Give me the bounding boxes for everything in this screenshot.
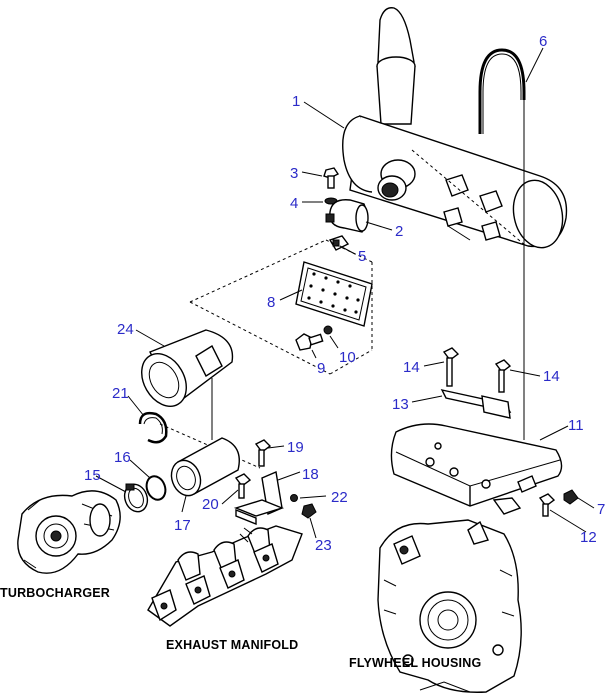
bolt-12-part [538, 493, 556, 517]
flywheel-housing-part [377, 519, 522, 693]
gasket-plate-8-part [295, 261, 373, 327]
callout-16: 16 [114, 449, 131, 466]
caption-exhaust-manifold: EXHAUST MANIFOLD [166, 638, 298, 652]
caption-turbocharger: TURBOCHARGER [0, 586, 110, 600]
leader-lines [95, 47, 595, 539]
washer-10-part [323, 325, 333, 335]
callout-19: 19 [287, 439, 304, 456]
turbocharger-part [17, 490, 121, 574]
callout-2: 2 [395, 223, 403, 240]
support-bracket-11-part [390, 423, 563, 515]
callout-24: 24 [117, 321, 134, 338]
callout-12: 12 [580, 529, 597, 546]
exhaust-manifold-part [147, 525, 303, 627]
u-bolt-part [478, 48, 526, 134]
callout-6: 6 [539, 33, 547, 50]
callout-11: 11 [568, 417, 584, 434]
callout-14a: 14 [403, 359, 420, 376]
ring-16-part [145, 475, 167, 501]
assembly-dashed-lines [159, 100, 527, 469]
muffler-part [342, 7, 568, 249]
nut-23-part [301, 503, 317, 519]
captions: TURBOCHARGER EXHAUST MANIFOLD FLYWHEEL H… [0, 586, 481, 670]
bolt-9-part [295, 333, 324, 351]
callout-labels: 1 2 3 4 5 6 7 8 9 10 11 12 13 14 14 15 1… [84, 33, 605, 554]
bolt-19-part [254, 439, 272, 467]
callout-8: 8 [267, 294, 275, 311]
bolt-3-part [323, 167, 340, 189]
nut-5-part [328, 235, 350, 251]
bolt-14a-part [442, 347, 460, 387]
callout-7: 7 [597, 501, 605, 518]
callout-3: 3 [290, 165, 298, 182]
clamp-15-part [123, 483, 149, 513]
callout-21: 21 [112, 385, 129, 402]
callout-22: 22 [331, 489, 348, 506]
callout-10: 10 [339, 349, 356, 366]
nut-7-part [563, 489, 579, 505]
callout-1: 1 [292, 93, 300, 110]
callout-9: 9 [317, 360, 325, 377]
bracket-18-part [233, 471, 285, 526]
seal-ring-21-part [138, 411, 168, 444]
washer-22-part [290, 494, 298, 502]
callout-13: 13 [392, 396, 409, 413]
callout-5: 5 [358, 248, 366, 265]
callout-15: 15 [84, 467, 101, 484]
callout-14b: 14 [543, 368, 560, 385]
callout-18: 18 [302, 466, 319, 483]
caption-flywheel-housing: FLYWHEEL HOUSING [349, 656, 481, 670]
clamp-2-part [325, 199, 369, 233]
callout-17: 17 [174, 517, 191, 534]
callout-20: 20 [202, 496, 219, 513]
pipe-17-part [170, 437, 240, 497]
bolt-14b-part [494, 359, 512, 393]
callout-23: 23 [315, 537, 332, 554]
callout-4: 4 [290, 195, 298, 212]
bolt-20-part [234, 473, 252, 499]
bracket-13-part [440, 389, 512, 419]
pipe-24-part [141, 329, 234, 407]
